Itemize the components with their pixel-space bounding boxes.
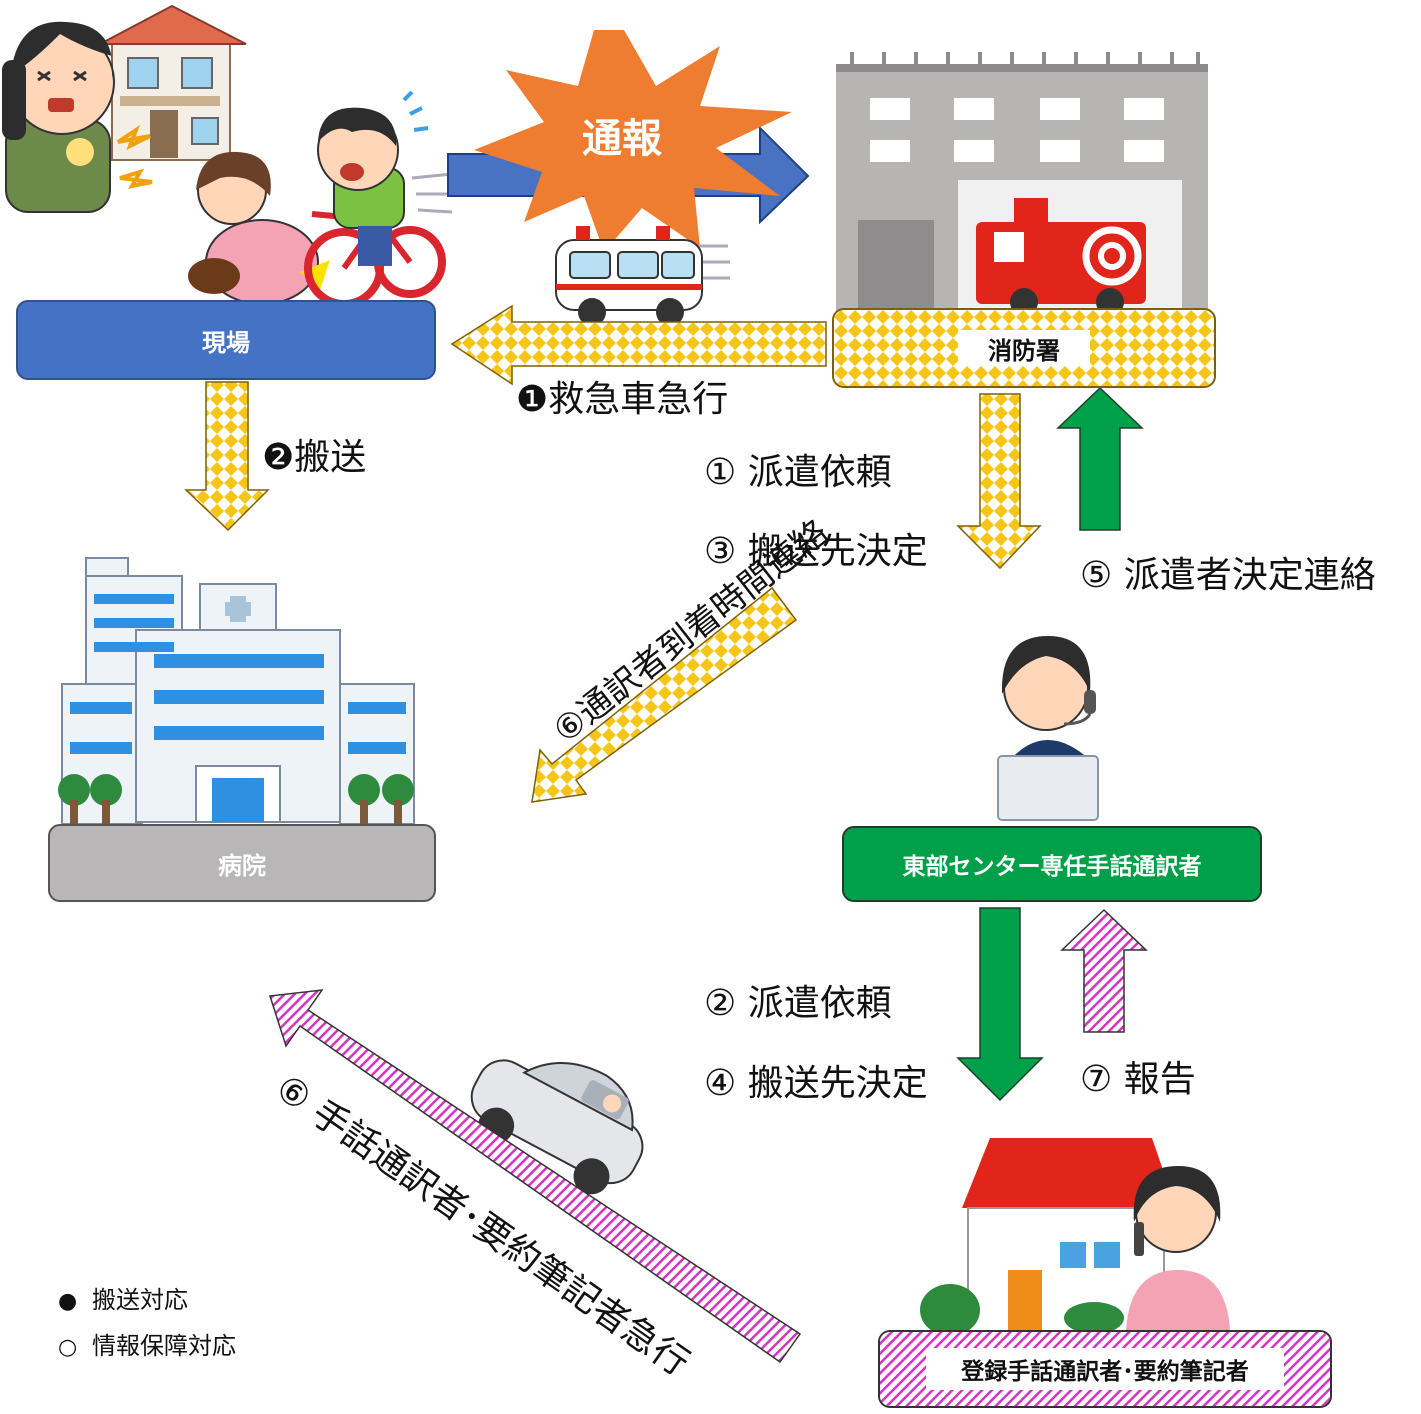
arrow-interpreter-rush [269,989,802,1364]
legend-mark-filled: ● [58,1289,78,1314]
step-2: ② 派遣依頼 [704,986,892,1022]
step-transport: ❷搬送 [262,440,366,476]
arrow-request-to-center [956,393,1042,570]
step-7-num: ⑦ [1080,1059,1113,1100]
node-registered-label: 登録手話通訳者･要約筆記者 [961,1359,1249,1385]
step-7-text: 報告 [1123,1059,1196,1100]
step-ambulance-num: ❶ [516,379,549,420]
ambulance-illustration [555,226,730,326]
step-1: ① 派遣依頼 [704,455,892,491]
step-ambulance: ❶救急車急行 [516,382,728,418]
legend-item-transport: ● 搬送対応 [58,1280,188,1315]
registered-box-pattern [880,1332,1330,1406]
step-ambulance-text: 救急車急行 [548,379,729,420]
legend-mark-open: ○ [58,1335,78,1360]
interpreter-home-illustration [920,1138,1230,1336]
step-4: ④ 搬送先決定 [704,1066,928,1102]
arrow-dispatch-notice [1056,386,1144,531]
step-transport-text: 搬送 [294,437,367,478]
arrow-arrival-time [531,586,798,803]
node-registered: 登録手話通訳者･要約筆記者 [878,1330,1332,1408]
arrow-report [1060,908,1148,1033]
step-2-num: ② [704,983,737,1024]
step-5-num: ⑤ [1080,555,1113,596]
step-3-text: 搬送先決定 [747,531,928,572]
node-scene-label: 現場 [202,328,250,357]
arrow-request-to-registered [956,907,1044,1102]
step-4-num: ④ [704,1063,737,1104]
step-3: ③ 搬送先決定 [704,534,928,570]
arrow-transport [184,381,270,532]
arrow-ambulance-dispatch [450,304,827,386]
step-1-num: ① [704,452,737,493]
node-center: 東部センター専任手話通訳者 [842,826,1262,902]
step-7: ⑦ 報告 [1080,1062,1196,1098]
node-scene: 現場 [16,300,436,380]
fire-station-illustration [836,52,1208,316]
node-fire-station-label: 消防署 [988,336,1060,365]
step-1-text: 派遣依頼 [747,452,892,493]
step-transport-num: ❷ [262,437,295,478]
node-hospital: 病院 [48,824,436,902]
node-hospital-label: 病院 [218,851,266,880]
hospital-illustration [58,557,415,825]
step-4-text: 搬送先決定 [747,1063,928,1104]
step-2-text: 派遣依頼 [747,983,892,1024]
call-label: 通報 [582,116,662,162]
scene-illustration [2,4,456,308]
operator-illustration [984,616,1108,821]
call-burst [474,30,792,252]
node-center-label: 東部センター専任手話通訳者 [902,854,1202,880]
step-5: ⑤ 派遣者決定連絡 [1080,558,1376,594]
fire-station-box-pattern [834,310,1214,386]
step-3-num: ③ [704,531,737,572]
step-5-text: 派遣者決定連絡 [1123,555,1376,596]
legend-text-transport: 搬送対応 [92,1286,188,1314]
node-fire-station: 消防署 [832,308,1216,388]
legend-text-info: 情報保障対応 [92,1332,236,1360]
legend-item-info: ○ 情報保障対応 [58,1326,236,1361]
